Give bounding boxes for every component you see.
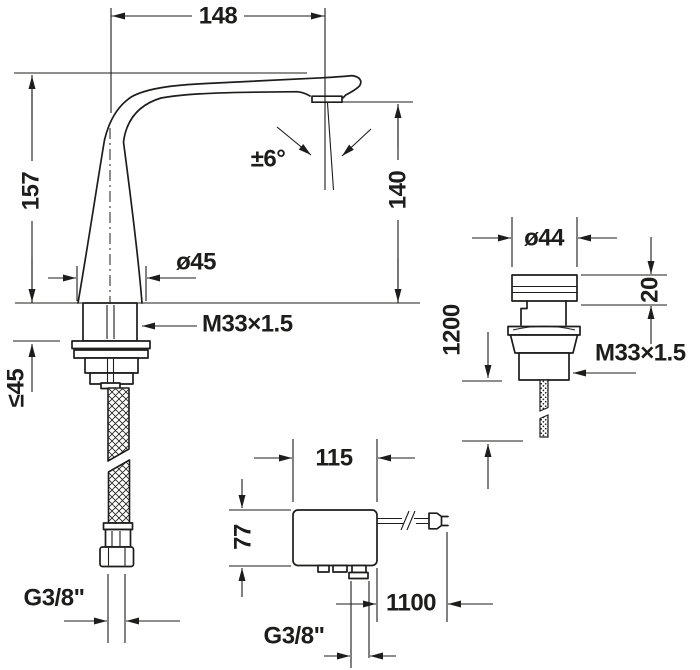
washer-bottom: [73, 349, 149, 359]
dim-supply-connection: G3/8": [24, 574, 180, 643]
control-box: [292, 509, 449, 580]
mounting-nut-upper: [84, 357, 139, 374]
drain-set: [507, 274, 581, 438]
dim-drain-diameter: ø44: [472, 217, 617, 267]
dim-label-drain-cable-length: 1200: [439, 304, 466, 356]
box-connector-nut: [348, 571, 369, 580]
dim-label-body-thread: M33×1.5: [202, 311, 293, 338]
cable-break-symbol: [400, 510, 416, 531]
hose-hex-nut: [99, 546, 135, 568]
dim-drain-thread: M33×1.5: [573, 340, 686, 377]
dim-label-drain-thread: M33×1.5: [595, 340, 686, 367]
dim-max-mounting-thickness: ≤45: [3, 340, 60, 408]
dim-label-drain-diameter: ø44: [524, 225, 565, 252]
drain-neck: [520, 300, 567, 326]
control-box-body: [292, 509, 378, 567]
dim-spout-reach: 148: [110, 3, 326, 190]
box-foot-left: [317, 564, 330, 573]
hose-collar: [102, 522, 134, 531]
dim-label-control-box-connection: G3/8": [264, 623, 325, 650]
dim-power-cord-length: 1100: [336, 532, 493, 622]
dim-label-max-mounting-thickness: ≤45: [3, 369, 30, 408]
hose-crimp: [104, 528, 132, 548]
dim-control-box-height: 77: [229, 479, 291, 597]
dim-label-height: 157: [18, 172, 45, 211]
drain-washer-arc: [512, 325, 576, 331]
drain-cable-upper: [539, 379, 549, 412]
dim-label-outlet-height: 140: [385, 171, 412, 210]
drain-cap: [511, 274, 578, 302]
spout-outer-profile: [77, 74, 362, 304]
dim-drain-cable-length: 1200: [439, 304, 523, 489]
spout-inner-profile: [122, 90, 311, 304]
dim-body-thread: M33×1.5: [142, 311, 293, 338]
threaded-shank: [82, 302, 138, 342]
drain-body-lower: [518, 352, 570, 381]
supply-hose: [99, 387, 135, 568]
aerator: [311, 95, 343, 104]
power-plug: [428, 512, 449, 530]
washer-top: [71, 340, 151, 350]
water-stream-line: [326, 102, 335, 191]
dim-control-box-connection: G3/8": [264, 581, 396, 668]
mounting-hardware: [71, 302, 151, 390]
hose-segment-upper: [107, 387, 130, 462]
box-foot-right: [332, 564, 348, 573]
box-connector-top: [351, 564, 367, 574]
hose-segment-lower: [107, 459, 131, 524]
dim-label-spout-reach: 148: [199, 3, 238, 30]
dim-label-control-box-height: 77: [230, 524, 257, 550]
drain-cable-lower: [539, 414, 549, 438]
dim-label-stream-angle: ±6°: [251, 146, 286, 173]
dim-height-to-spout-top: 157: [18, 75, 46, 303]
power-cord: [377, 510, 449, 531]
dim-drain-cap-height: 20: [581, 237, 667, 344]
dim-outlet-height: 140: [338, 101, 413, 303]
dim-label-control-box-width: 115: [315, 445, 352, 472]
dim-label-drain-cap-height: 20: [637, 277, 664, 303]
dim-stream-angle: ±6°: [251, 126, 372, 173]
drain-body-upper: [509, 334, 579, 354]
dim-label-supply-connection: G3/8": [24, 585, 85, 612]
drain-flange: [507, 325, 581, 336]
dim-label-body-diameter: ø45: [176, 249, 216, 276]
dim-control-box-width: 115: [254, 439, 415, 502]
dim-label-power-cord-length: 1100: [386, 590, 436, 617]
dim-body-diameter: ø45: [48, 249, 217, 301]
